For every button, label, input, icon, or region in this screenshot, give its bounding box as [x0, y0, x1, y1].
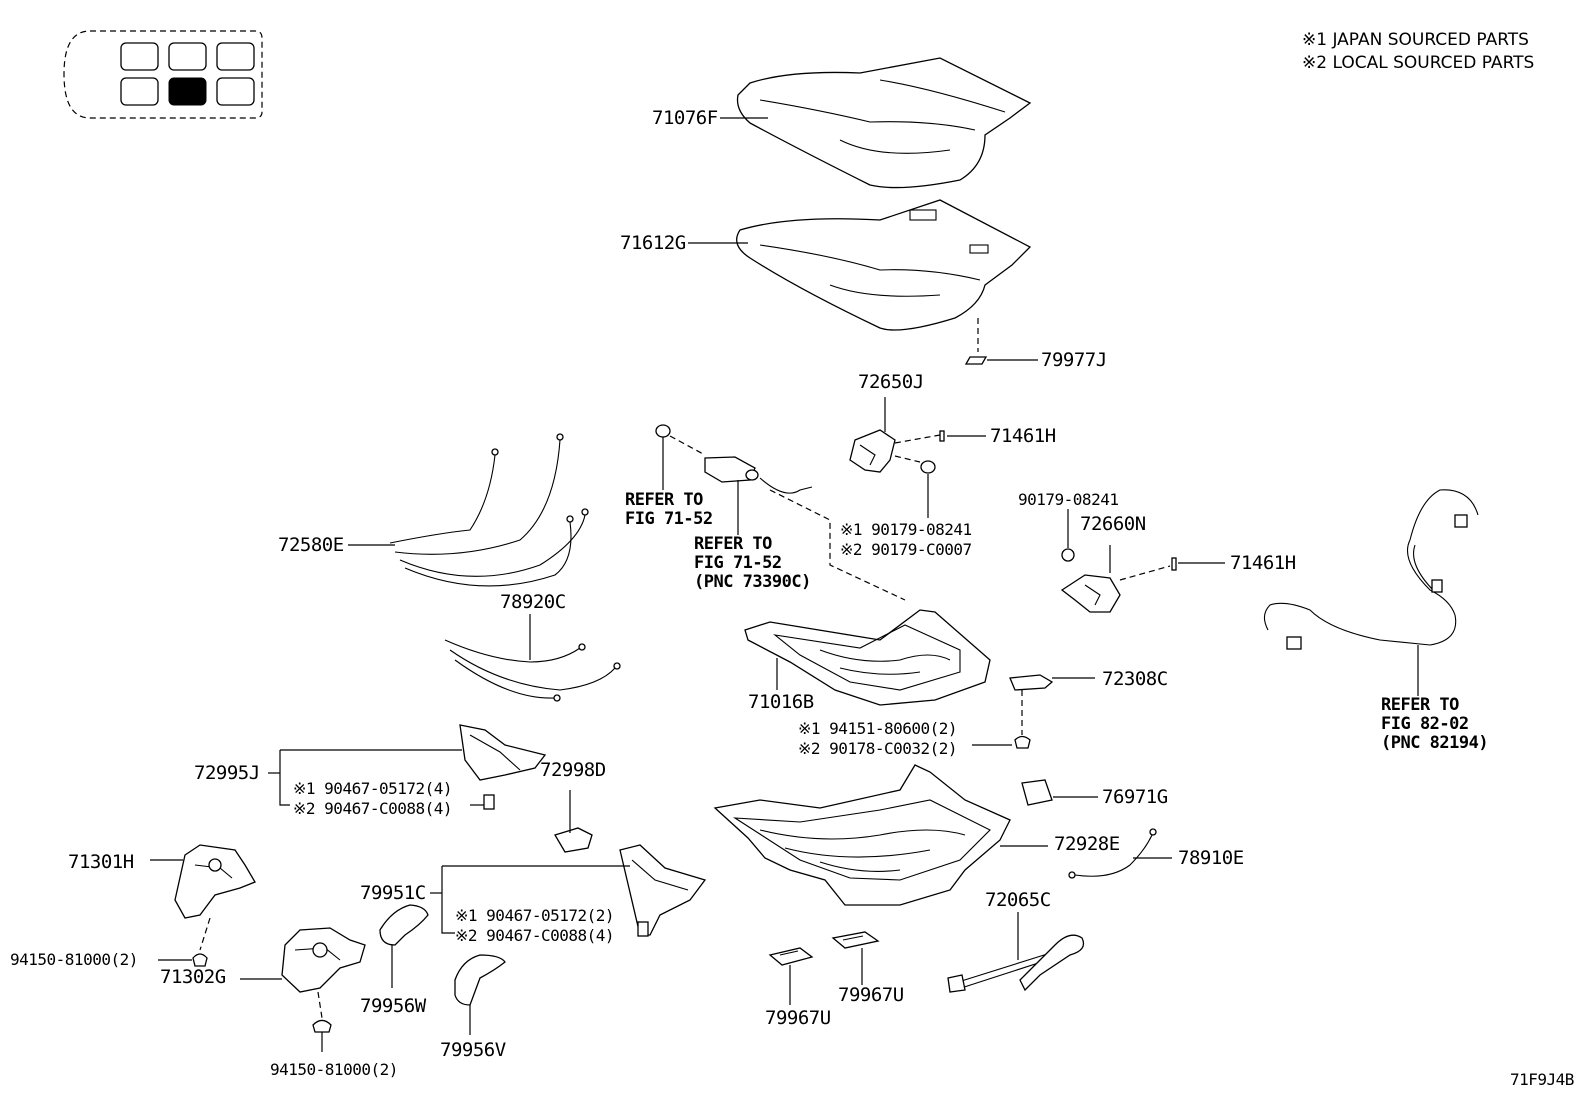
label-bolt-pair: ※1 90179-08241 ※2 90179-C0007 — [840, 520, 972, 559]
label-79956W: 79956W — [360, 995, 426, 1017]
refer-fig-71-52-a: REFER TO FIG 71-52 — [625, 490, 713, 529]
seat-cell-front-center — [168, 42, 207, 71]
seat-base-72928E — [713, 764, 1048, 906]
label-79956V: 79956V — [440, 1039, 506, 1061]
bracket-72998D — [554, 790, 593, 853]
label-72928E: 72928E — [1054, 833, 1120, 855]
label-72065C: 72065C — [985, 889, 1051, 911]
label-clip-pair-a: ※1 90467-05172(4) ※2 90467-C0088(4) — [293, 779, 453, 818]
seat-locator — [63, 30, 263, 119]
label-94150-81000-upper: 94150-81000(2) — [10, 950, 138, 969]
label-79967U-right: 79967U — [838, 984, 904, 1006]
connector-group — [655, 424, 906, 601]
hinge-71301H — [150, 844, 256, 967]
wire-harness — [1263, 489, 1479, 696]
cover-79956W — [379, 904, 429, 988]
label-90179-08241: 90179-08241 — [1018, 490, 1119, 509]
label-79967U-left: 79967U — [765, 1007, 831, 1029]
note-japan-sourced: ※1 JAPAN SOURCED PARTS — [1302, 30, 1529, 50]
label-71016B: 71016B — [748, 691, 814, 713]
cable-72580E — [348, 433, 589, 587]
pads-79967U — [768, 931, 880, 1005]
tag-79977J — [964, 356, 1038, 365]
label-71302G: 71302G — [160, 966, 226, 988]
clip-72308C — [972, 674, 1095, 749]
label-71461H-lower: 71461H — [1230, 552, 1296, 574]
label-72580E: 72580E — [278, 534, 344, 556]
label-71301H: 71301H — [68, 851, 134, 873]
label-nut-pair: ※1 94151-80600(2) ※2 90178-C0032(2) — [798, 719, 958, 758]
refer-fig-82-02: REFER TO FIG 82-02 (PNC 82194) — [1381, 695, 1489, 753]
seat-cell-front-left — [120, 42, 159, 71]
cable-78910E — [1068, 828, 1172, 879]
label-71612G: 71612G — [620, 232, 686, 254]
label-72650J: 72650J — [858, 371, 924, 393]
seat-cell-rear-right — [216, 77, 255, 106]
seat-cell-rear-left — [120, 77, 159, 106]
label-72998D: 72998D — [540, 759, 606, 781]
bracket-79951C — [430, 844, 707, 937]
figure-code: 71F9J4B — [1510, 1070, 1574, 1089]
seat-cell-rear-center-highlight — [168, 77, 207, 106]
label-79977J: 79977J — [1041, 349, 1107, 371]
bracket-72660N — [1060, 509, 1225, 613]
strap-72065C — [947, 912, 1085, 993]
cable-78920C — [444, 614, 621, 702]
label-79951C: 79951C — [360, 882, 426, 904]
label-72308C: 72308C — [1102, 668, 1168, 690]
label-72995J: 72995J — [194, 762, 260, 784]
cover-79956V — [454, 954, 506, 1035]
label-71461H-upper: 71461H — [990, 425, 1056, 447]
label-94150-81000-lower: 94150-81000(2) — [270, 1060, 398, 1079]
seat-cover-71076F — [720, 57, 1032, 189]
seat-cell-front-right — [216, 42, 255, 71]
label-clip-pair-b: ※1 90467-05172(2) ※2 90467-C0088(4) — [455, 906, 615, 945]
bracket-72995J — [268, 724, 547, 810]
note-local-sourced: ※2 LOCAL SOURCED PARTS — [1302, 53, 1535, 73]
label-71076F: 71076F — [652, 107, 718, 129]
label-78920C: 78920C — [500, 591, 566, 613]
bracket-72650J — [849, 397, 986, 518]
hinge-71302G — [240, 927, 366, 1052]
cover-76971G — [1021, 779, 1098, 806]
label-72660N: 72660N — [1080, 513, 1146, 535]
seat-pad-71612G — [688, 199, 1032, 352]
seat-frame-71016B — [744, 609, 991, 706]
refer-fig-71-52-b: REFER TO FIG 71-52 (PNC 73390C) — [694, 534, 811, 592]
label-76971G: 76971G — [1102, 786, 1168, 808]
label-78910E: 78910E — [1178, 847, 1244, 869]
